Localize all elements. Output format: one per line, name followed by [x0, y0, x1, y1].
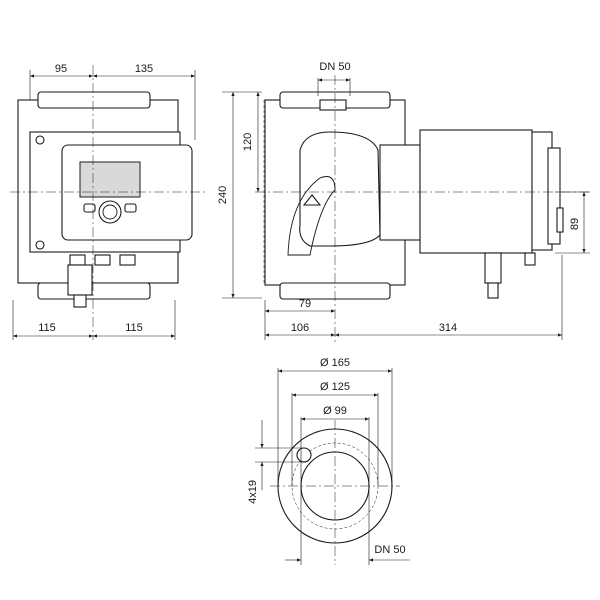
dim-240: 240 — [217, 186, 229, 204]
dim-95: 95 — [55, 63, 67, 75]
impeller-housing — [299, 131, 381, 247]
dim-120: 120 — [242, 133, 254, 151]
front-view: 95 135 115 115 — [10, 63, 205, 340]
screw-hole-top — [35, 135, 45, 145]
dim-115-left: 115 — [38, 322, 56, 334]
display-screen — [79, 161, 141, 198]
flow-arrow-symbol — [302, 194, 322, 206]
dim-135: 135 — [135, 63, 153, 75]
connector-strip — [556, 207, 564, 233]
control-button-right — [124, 203, 137, 213]
terminal-1 — [69, 254, 86, 266]
control-button-left — [83, 203, 96, 213]
dim-115-right: 115 — [125, 322, 143, 334]
side-view: DN 50 240 120 89 79 106 314 — [217, 61, 590, 345]
dim-diameter-165: Ø 165 — [320, 357, 350, 369]
bottom-flange-front — [37, 282, 151, 300]
dim-106: 106 — [291, 322, 309, 334]
cable-gland-side — [484, 252, 502, 284]
dim-bolt-holes: 4x19 — [247, 480, 259, 504]
side-terminal — [524, 252, 536, 266]
cable-gland-side-nut — [487, 282, 499, 299]
dim-dn50-top: DN 50 — [319, 61, 350, 73]
dim-314: 314 — [439, 322, 457, 334]
dim-89: 89 — [569, 218, 581, 230]
top-flange-neck — [319, 99, 347, 111]
motor-neck — [379, 144, 421, 241]
terminal-2 — [94, 254, 111, 266]
dim-dn50-bottom: DN 50 — [374, 544, 405, 556]
top-flange-front — [37, 91, 151, 109]
screw-hole-bottom — [35, 240, 45, 250]
bolt-hole — [296, 447, 312, 463]
dim-diameter-125: Ø 125 — [320, 381, 350, 393]
terminal-3 — [119, 254, 136, 266]
motor-side — [419, 129, 533, 254]
cable-gland — [67, 264, 93, 296]
dim-79: 79 — [299, 298, 311, 310]
cable-gland-nut — [73, 294, 87, 308]
dim-diameter-99: Ø 99 — [323, 405, 347, 417]
control-knob — [98, 200, 122, 224]
flange-view: Ø 165 Ø 125 Ø 99 4x19 DN 50 — [247, 357, 410, 565]
